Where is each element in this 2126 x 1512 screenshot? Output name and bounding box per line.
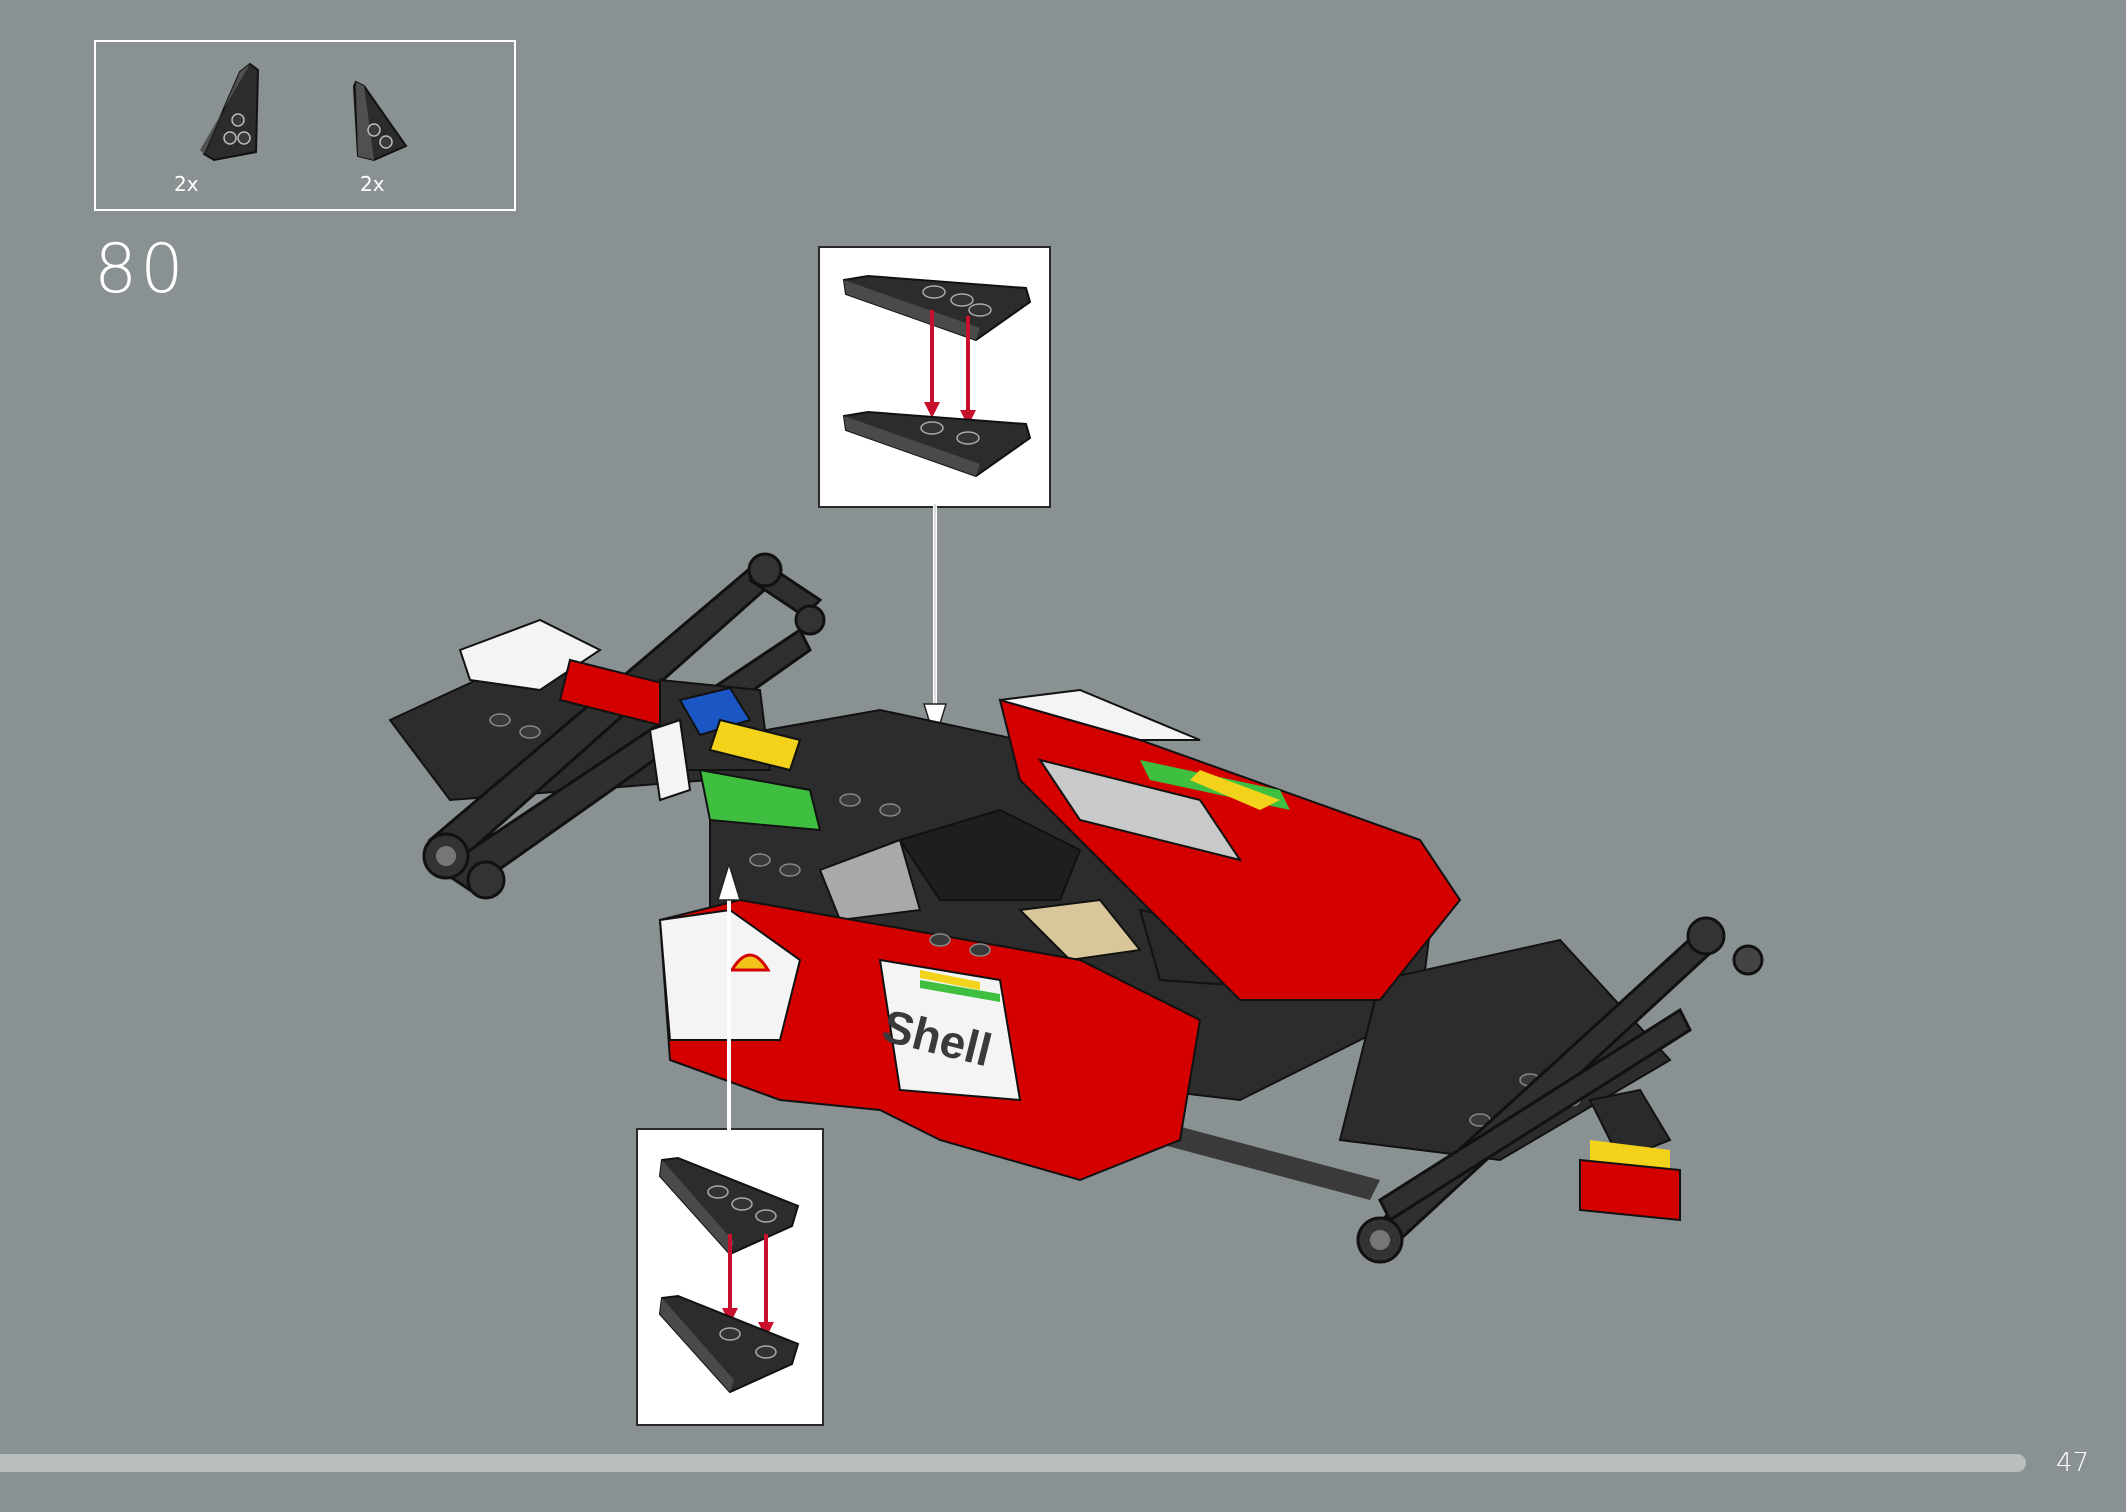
- wedge-stack-diagram-bottom: [658, 1156, 800, 1394]
- parts-list-box: 2x 2x: [94, 40, 516, 211]
- wedge-plate-right-icon: [352, 80, 408, 162]
- part-quantity-left: 2x: [174, 172, 199, 196]
- sub-assembly-callout-bottom: [636, 1128, 824, 1426]
- race-car-model-illustration: Shell: [388, 552, 1764, 1264]
- progress-bar: [0, 1454, 2026, 1472]
- wedge-plate-left-icon: [200, 62, 260, 162]
- sub-assembly-callout-top: [818, 246, 1051, 508]
- shell-logo-icon: [729, 953, 771, 972]
- wedge-stack-diagram-top: [842, 274, 1032, 478]
- page-number: 47: [2056, 1448, 2090, 1478]
- connector-arrow-bottom: [716, 864, 742, 1130]
- part-quantity-right: 2x: [360, 172, 385, 196]
- step-number: 80: [94, 230, 187, 309]
